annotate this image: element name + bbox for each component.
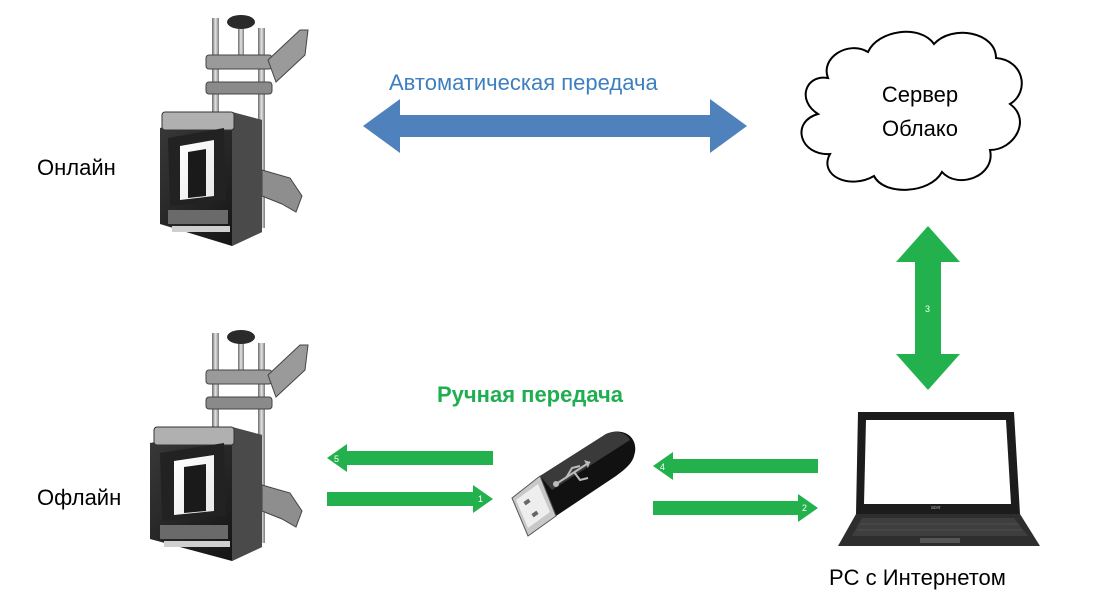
pc-label: PC с Интернетом — [829, 565, 1006, 590]
step-1-number: 1 — [478, 494, 483, 504]
auto-transfer-arrow — [363, 99, 747, 153]
step-1-arrow — [327, 485, 493, 513]
offline-label: Офлайн — [37, 485, 122, 510]
device-icon — [160, 15, 309, 246]
step-4-number: 4 — [660, 462, 665, 472]
online-label: Онлайн — [37, 155, 116, 180]
cloud-text: Сервер Облако — [850, 78, 990, 146]
manual-transfer-label: Ручная передача — [437, 382, 624, 407]
cloud-label-server: Сервер — [881, 82, 959, 107]
step-2-arrow — [653, 494, 818, 522]
usb-flash-drive-icon — [511, 431, 636, 537]
cloud-icon — [800, 30, 1023, 191]
device-icon — [150, 330, 309, 561]
laptop-icon: acer — [838, 412, 1040, 546]
step-3-number: 3 — [925, 304, 930, 314]
auto-transfer-label: Автоматическая передача — [389, 70, 658, 95]
step-2-number: 2 — [802, 503, 807, 513]
step-5-number: 5 — [334, 454, 339, 464]
cloud-label-cloud: Облако — [882, 116, 958, 141]
step-3-arrow — [896, 226, 960, 390]
step-4-arrow — [653, 452, 818, 480]
svg-text:acer: acer — [931, 505, 941, 511]
step-5-arrow — [327, 444, 493, 472]
